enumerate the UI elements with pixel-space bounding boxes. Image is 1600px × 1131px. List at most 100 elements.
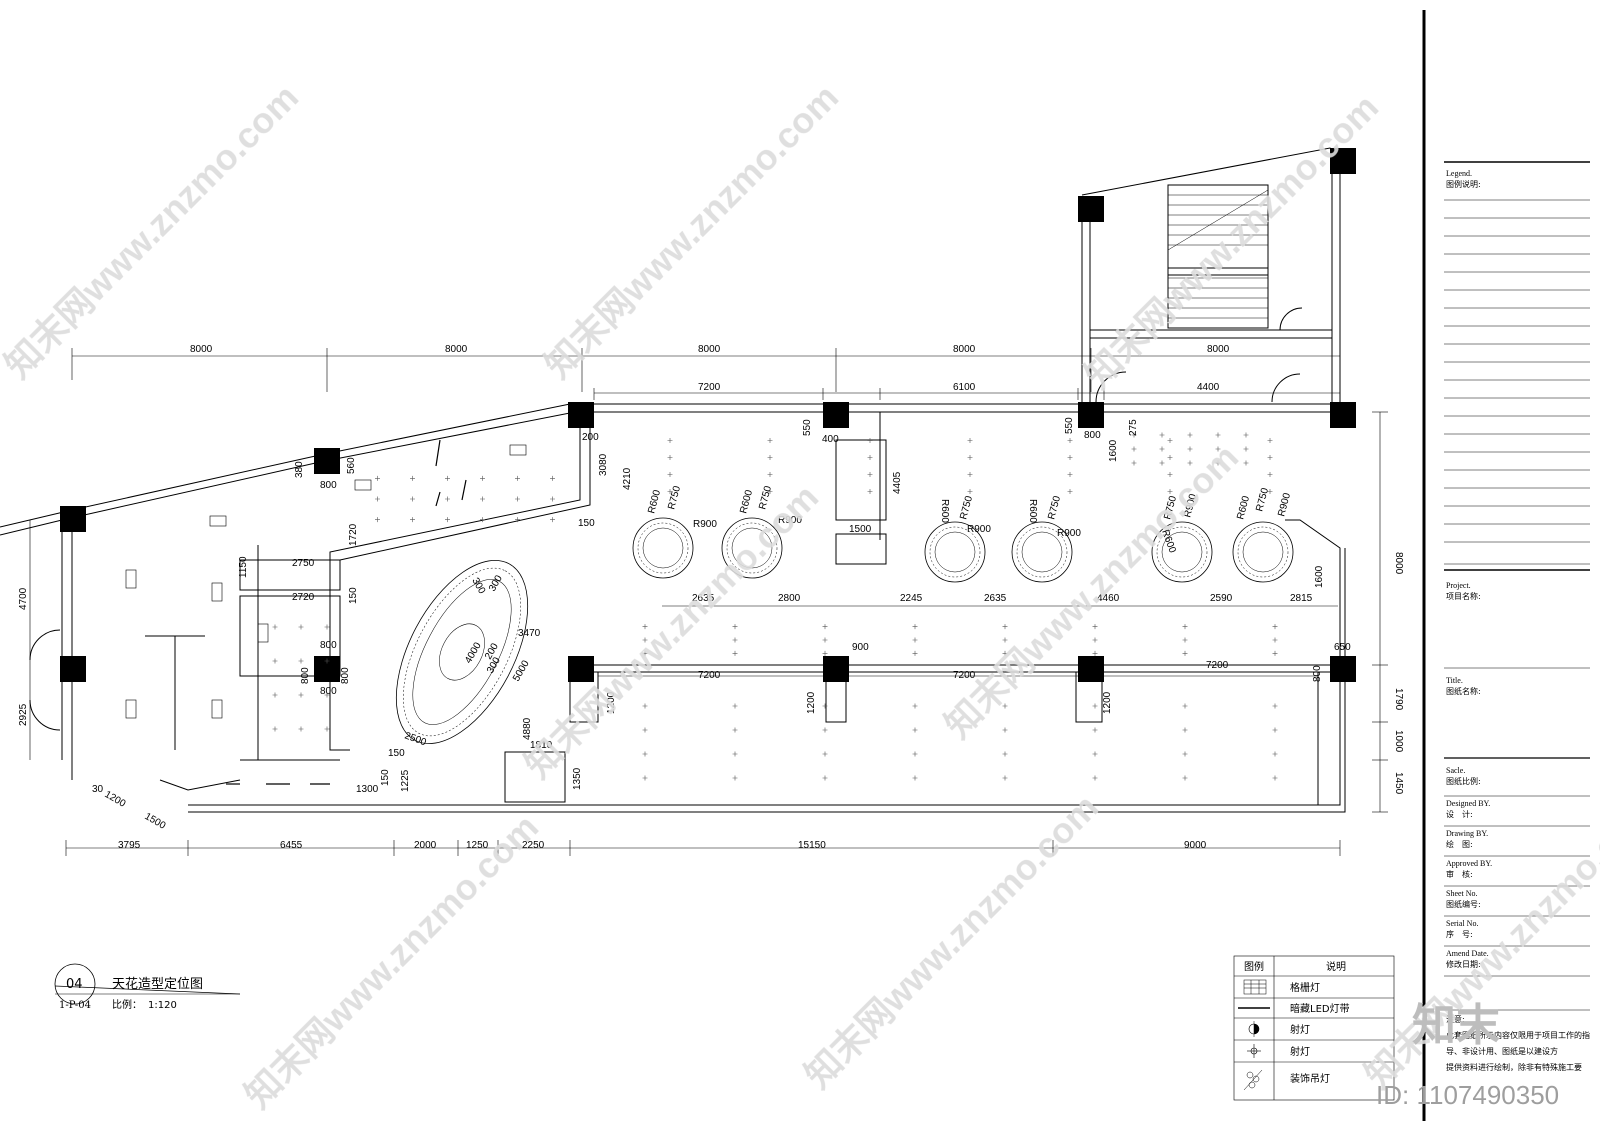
- dimension-lines: [29, 348, 1388, 856]
- svg-text:1720: 1720: [348, 523, 359, 546]
- ceiling-oval: [395, 559, 529, 745]
- svg-text:1600: 1600: [1108, 439, 1119, 462]
- downlight-mark: [550, 496, 555, 502]
- downlight-mark: [375, 517, 380, 523]
- watermark-brand: 知末: [1412, 1000, 1500, 1051]
- svg-text:550: 550: [1064, 417, 1075, 434]
- drawing-title: 04 1-P-04 天花造型定位图 比例： 1:120: [54, 963, 241, 1011]
- approved-en: Approved BY.: [1446, 859, 1492, 868]
- dim-circle-4: 2635: [984, 593, 1007, 604]
- dim-second-2: 6100: [953, 382, 976, 393]
- svg-text:1500: 1500: [849, 524, 872, 535]
- downlight-mark: [822, 637, 828, 643]
- note-2: 此套图纸所示内容仅限用于项目工作的指: [1446, 1030, 1590, 1040]
- downlight-mark: [867, 489, 873, 494]
- dim-top-5: 8000: [1207, 344, 1230, 355]
- downlight-mark: [515, 496, 520, 502]
- dim-second-3: 4400: [1197, 382, 1220, 393]
- downlight-mark: [1167, 455, 1173, 460]
- downlight-mark: [967, 472, 973, 477]
- svg-text:4880: 4880: [522, 717, 533, 740]
- legend-item-grille: 格栅灯: [1290, 981, 1320, 994]
- svg-text:3080: 3080: [598, 453, 609, 476]
- project-en: Project.: [1446, 581, 1471, 590]
- svg-text:400: 400: [822, 434, 839, 445]
- project-cn: 项目名称:: [1446, 591, 1481, 601]
- dim-right-2: 1790: [1393, 688, 1404, 711]
- legend-header-desc: 说明: [1326, 960, 1346, 973]
- serial-cn: 序 号:: [1446, 929, 1473, 939]
- watermark-id: ID: 1107490350: [1376, 1080, 1559, 1110]
- downlight-mark: [1272, 624, 1278, 630]
- downlight-mark: [822, 727, 828, 733]
- downlight-mark: [642, 727, 648, 733]
- dim-bottom-6: 15150: [798, 840, 826, 851]
- downlight-mark: [410, 517, 415, 523]
- downlight-mark: [642, 650, 648, 656]
- downlight-mark: [732, 727, 738, 733]
- downlight-mark: [1131, 460, 1137, 466]
- svg-text:200: 200: [582, 432, 599, 443]
- downlight-mark: [732, 751, 738, 757]
- svg-text:1350: 1350: [572, 767, 583, 790]
- downlight-mark: [445, 496, 450, 502]
- downlight-mark: [1267, 472, 1273, 477]
- svg-text:800: 800: [320, 480, 337, 491]
- scale-en: Sacle.: [1446, 766, 1465, 775]
- dim-second-1: 7200: [698, 382, 721, 393]
- svg-text:800: 800: [1312, 665, 1323, 682]
- serial-en: Serial No.: [1446, 919, 1478, 928]
- downlight-mark: [732, 703, 738, 709]
- downlight-mark: [1002, 624, 1008, 630]
- approved-cn: 审 核:: [1446, 869, 1473, 879]
- dim-circle-7: 2815: [1290, 593, 1313, 604]
- downlight-mark: [912, 703, 918, 709]
- downlight-mark: [767, 472, 773, 477]
- downlight-grid: [272, 432, 1278, 781]
- downlight-mark: [1215, 432, 1221, 438]
- downlight-mark: [480, 517, 485, 523]
- svg-text:1225: 1225: [400, 769, 411, 792]
- downlight-mark: [667, 472, 673, 477]
- ceiling-circle-6: [1232, 521, 1294, 583]
- downlight-mark: [1092, 775, 1098, 781]
- downlight-mark: [1267, 455, 1273, 460]
- downlight-mark: [1092, 650, 1098, 656]
- ceiling-circle-4: [1011, 521, 1073, 583]
- downlight-mark: [1272, 637, 1278, 643]
- dim-right-3: 1000: [1393, 730, 1404, 753]
- svg-text:800: 800: [1084, 430, 1101, 441]
- downlight-mark: [967, 438, 973, 443]
- downlight-mark: [298, 624, 304, 630]
- svg-text:150: 150: [348, 587, 359, 604]
- downlight-mark: [822, 703, 828, 709]
- designed-cn: 设 计:: [1446, 809, 1473, 819]
- svg-text:150: 150: [388, 748, 405, 759]
- downlight-mark: [767, 438, 773, 443]
- svg-text:1600: 1600: [1314, 565, 1325, 588]
- downlight-mark: [667, 438, 673, 443]
- designed-en: Designed BY.: [1446, 799, 1490, 808]
- downlight-mark: [1131, 446, 1137, 452]
- downlight-mark: [1272, 775, 1278, 781]
- svg-text:800: 800: [340, 667, 351, 684]
- downlight-mark: [912, 775, 918, 781]
- dim-circle-3: 2245: [900, 593, 923, 604]
- sheet-ref: 1-P-04: [59, 1000, 91, 1011]
- downlight-mark: [1182, 637, 1188, 643]
- downlight-mark: [410, 475, 415, 481]
- downlight-mark: [1131, 432, 1137, 438]
- downlight-mark: [272, 726, 278, 732]
- svg-text:560: 560: [346, 457, 357, 474]
- legend-item-spot: 射灯: [1290, 1024, 1310, 1036]
- downlight-mark: [1002, 751, 1008, 757]
- dim-bottom-2: 6455: [280, 840, 303, 851]
- downlight-mark: [1067, 438, 1073, 443]
- downlight-mark: [1159, 432, 1165, 438]
- downlight-mark: [1092, 751, 1098, 757]
- downlight-mark: [642, 624, 648, 630]
- downlight-mark: [324, 658, 330, 664]
- downlight-mark: [298, 692, 304, 698]
- downlight-mark: [324, 692, 330, 698]
- downlight-mark: [822, 751, 828, 757]
